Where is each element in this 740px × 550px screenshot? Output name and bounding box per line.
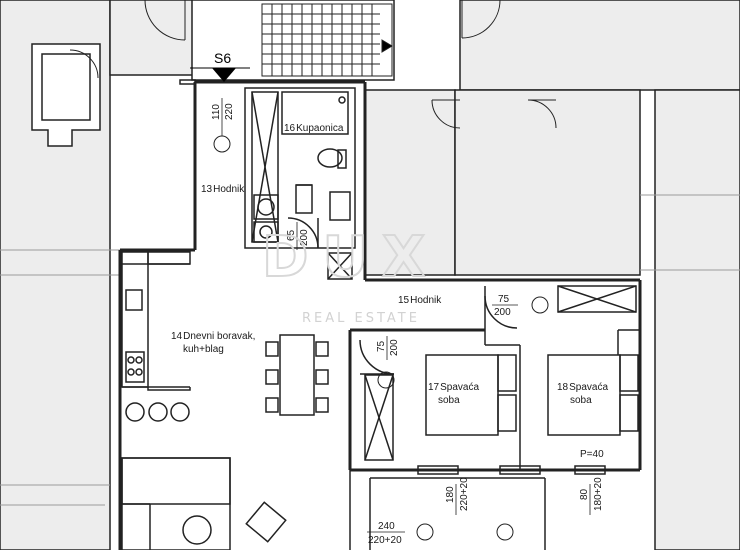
room-17-name2: soba [438,395,460,406]
light-icon [496,523,514,541]
room-15-number: 15 [398,295,410,306]
neighbour-lines [0,194,740,506]
apartment-walls [118,80,642,550]
neighbour-top-right [459,0,740,91]
dimension-labels: 110 220 65 200 75 200 75 200 180 220+20 … [211,98,604,546]
dim-200a: 200 [299,229,310,246]
dim-220-20a: 220+20 [459,477,470,511]
interior-walls [121,79,640,550]
door-arcs-top [69,0,557,129]
room-17-number: 17 [428,382,440,393]
room-14-name2: kuh+blag [183,344,224,355]
light-icon [377,371,395,389]
room-14-name: Dnevni boravak, [183,331,255,342]
watermark-subtitle: REAL ESTATE [302,311,420,326]
dim-220-20b: 220+20 [368,535,402,546]
watermark: DUX REAL ESTATE [261,224,439,326]
dim-220: 220 [224,103,235,120]
svg-text:17Spavaća: 17Spavaća [428,382,479,393]
svg-text:15Hodnik: 15Hodnik [398,295,442,306]
shaft-outline [31,43,101,147]
dim-75b: 75 [376,340,387,352]
room-16-name: Kupaonica [296,123,344,134]
room-16-number: 16 [284,123,296,134]
room-13-name: Hodnik [213,184,245,195]
light-fixtures [213,135,549,541]
svg-text:13Hodnik: 13Hodnik [201,184,245,195]
dim-65: 65 [286,229,297,241]
section-marker-icon [212,68,236,82]
dim-240: 240 [378,521,395,532]
dim-p40: P=40 [580,449,604,460]
room-14-number: 14 [171,331,183,342]
dim-200c: 200 [389,339,400,356]
dim-110: 110 [211,104,222,120]
room-labels: 13Hodnik 16Kupaonica 14Dnevni boravak, k… [171,123,608,406]
section-marker-label: S6 [214,50,231,66]
svg-text:18Spavaća: 18Spavaća [557,382,608,393]
dim-200b: 200 [494,307,511,318]
neighbour-top-left [109,0,196,76]
light-icon [213,135,231,153]
light-icon [531,296,549,314]
svg-text:16Kupaonica: 16Kupaonica [284,123,344,134]
dim-80: 80 [579,488,590,500]
neighbour-room-a [364,89,456,276]
room-18-name: Spavaća [569,382,608,393]
svg-text:14Dnevni boravak,: 14Dnevni boravak, [171,331,255,342]
room-18-number: 18 [557,382,569,393]
light-icon [416,523,434,541]
dim-75a: 75 [498,294,510,305]
dim-180-20: 180+20 [593,477,604,511]
neighbour-room-b [454,89,641,276]
dim-180: 180 [445,486,456,503]
stair-arrow-icon [381,39,393,53]
room-15-name: Hodnik [410,295,442,306]
room-17-name: Spavaća [440,382,479,393]
neighbour-right [654,89,740,550]
staircase [191,0,395,81]
room-18-name2: soba [570,395,592,406]
watermark-brand: DUX [262,225,439,290]
room-13-number: 13 [201,184,213,195]
